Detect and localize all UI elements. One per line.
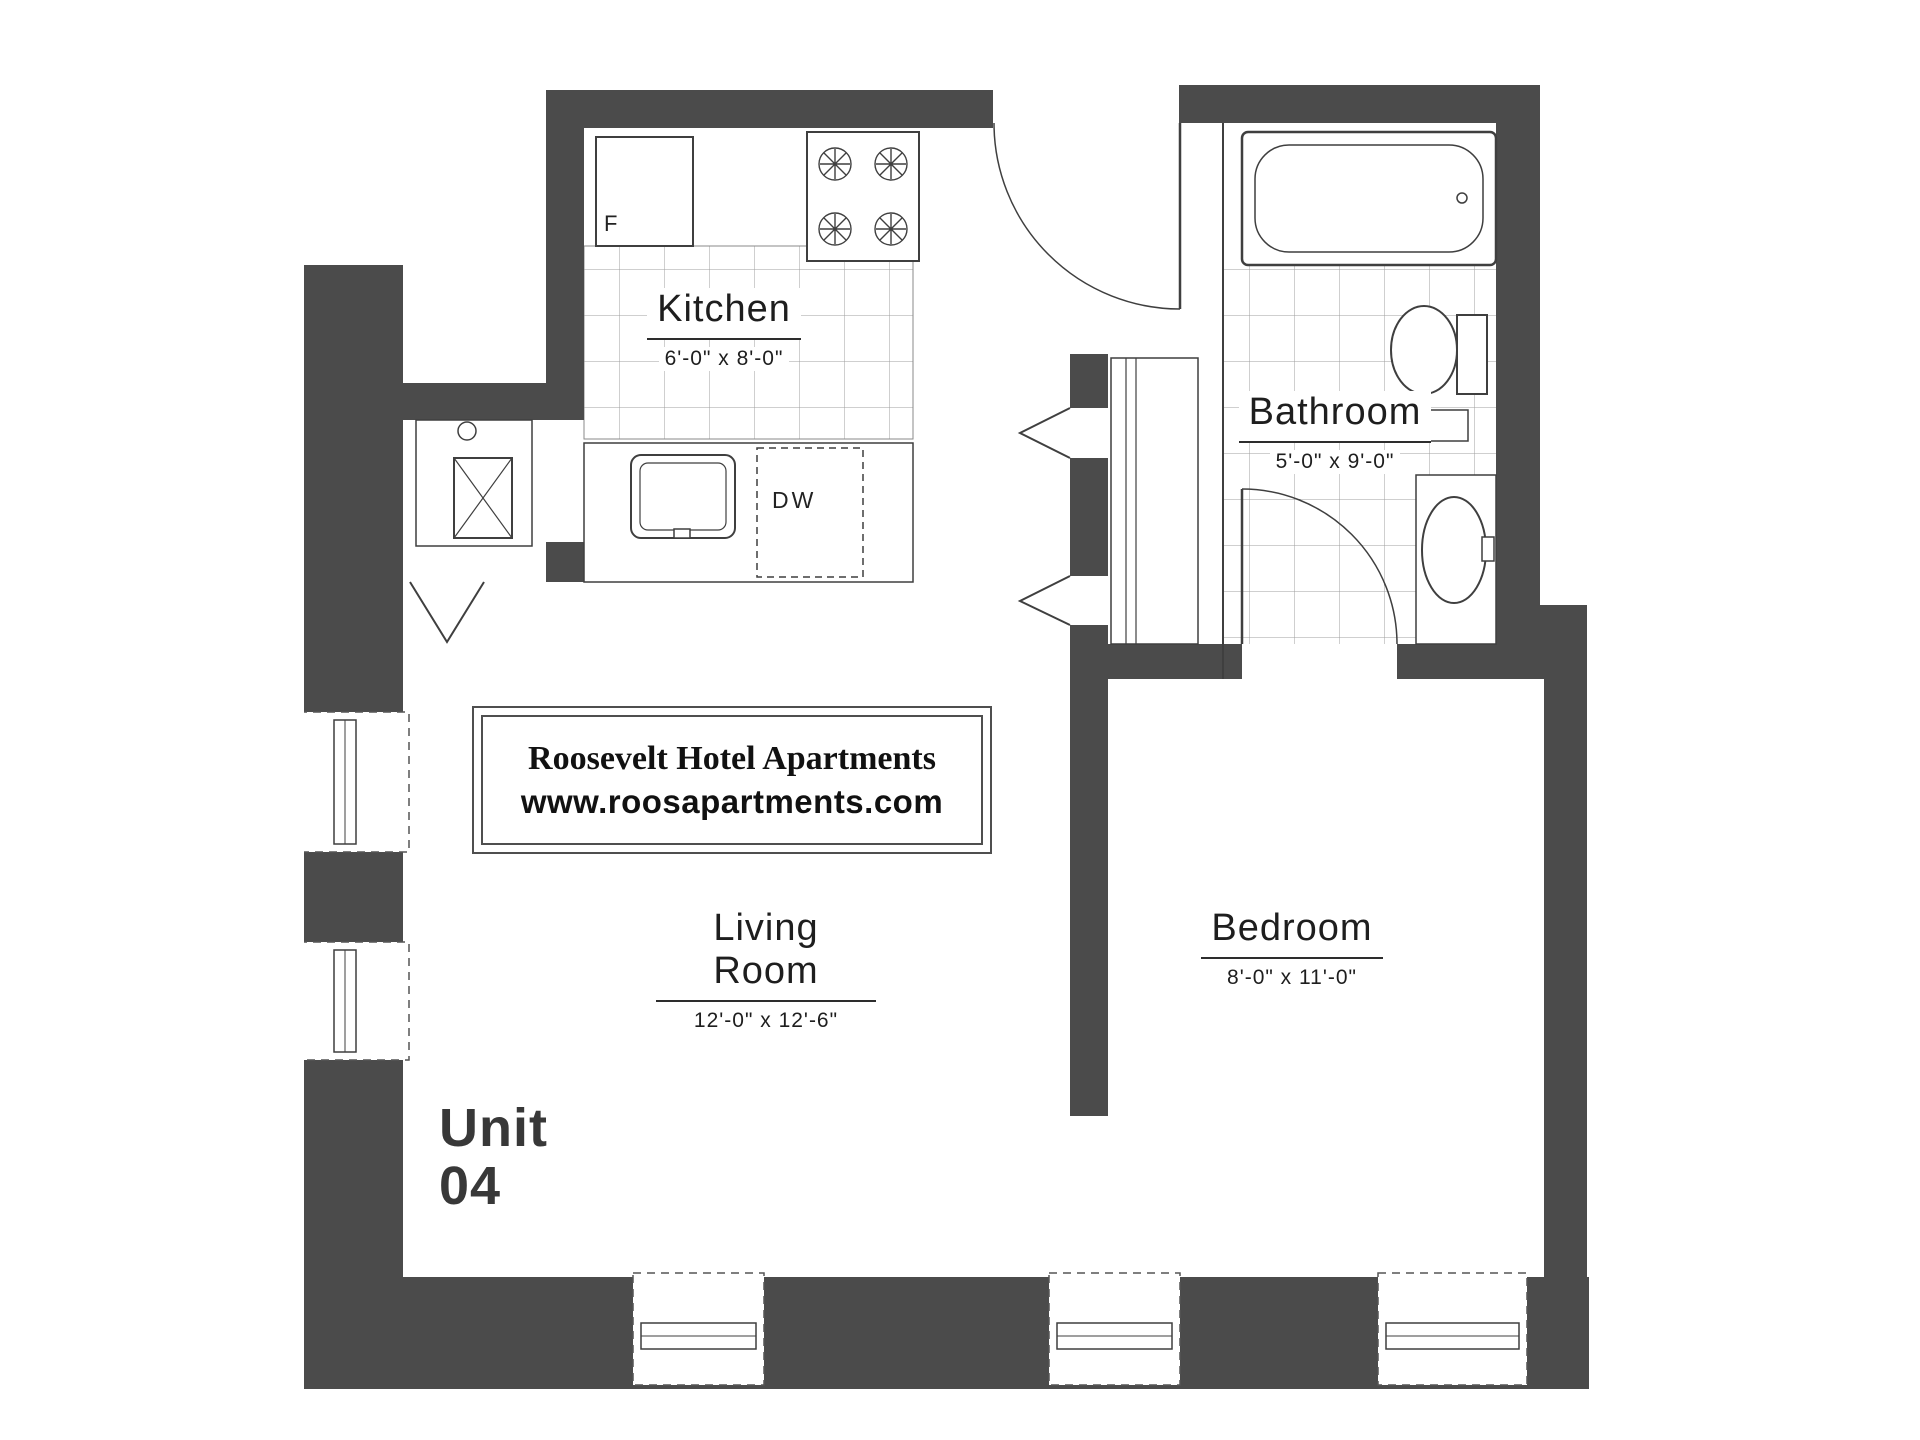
- living-room-name: Living Room: [656, 907, 876, 1002]
- stove-icon: [806, 131, 920, 262]
- living-room-dims: 12'-0" x 12'-6": [687, 1009, 845, 1033]
- entry-door-swing-icon: [993, 122, 1182, 310]
- kitchen-label: Kitchen 6'-0" x 8'-0": [624, 288, 824, 371]
- bifold-door-icon-top: [1017, 407, 1071, 459]
- kitchen-tiles: [583, 245, 914, 440]
- window-icon-left-2: [304, 941, 410, 1061]
- pipe-circle-icon: [457, 421, 477, 441]
- kitchen-sink-icon: [630, 454, 736, 539]
- bedroom-dims: 8'-0" x 11'-0": [1221, 966, 1363, 990]
- kitchen-dims: 6'-0" x 8'-0": [658, 347, 790, 371]
- bifold-door-icon-bottom: [1017, 575, 1071, 626]
- bathtub-icon: [1240, 130, 1498, 267]
- toilet-icon: [1390, 305, 1488, 395]
- bathroom-label: Bathroom 5'-0" x 9'-0": [1235, 391, 1435, 474]
- floor-plan-svg: [304, 85, 1589, 1389]
- fridge-label: F: [604, 211, 618, 236]
- brand-title: Roosevelt Hotel Apartments: [528, 739, 936, 777]
- unit-label: Unit 04: [439, 1099, 548, 1216]
- kitchen-name: Kitchen: [647, 288, 801, 340]
- washer-icon: [453, 457, 513, 539]
- floor-plan: Kitchen 6'-0" x 8'-0" Bathroom 5'-0" x 9…: [304, 85, 1604, 1397]
- closet-door-swing-icon: [409, 581, 485, 644]
- dishwasher-label: DW: [772, 487, 817, 513]
- window-icon-bottom-3: [1377, 1272, 1528, 1386]
- hall-closet: [1110, 357, 1199, 645]
- unit-label-line1: Unit: [439, 1098, 548, 1158]
- bathroom-dims: 5'-0" x 9'-0": [1269, 450, 1401, 474]
- fridge-icon: [595, 136, 694, 247]
- window-icon-bottom-2: [1048, 1272, 1181, 1386]
- window-icon-bottom-1: [632, 1272, 765, 1386]
- living-room-label: Living Room 12'-0" x 12'-6": [656, 907, 876, 1033]
- bathroom-name: Bathroom: [1238, 391, 1432, 443]
- bedroom-name: Bedroom: [1201, 907, 1383, 959]
- bedroom-label: Bedroom 8'-0" x 11'-0": [1182, 907, 1402, 990]
- bathroom-door-swing-icon: [1240, 488, 1398, 645]
- brand-box-inner: Roosevelt Hotel Apartments www.roosapart…: [481, 715, 983, 845]
- vanity-sink-icon: [1415, 474, 1497, 645]
- brand-box: Roosevelt Hotel Apartments www.roosapart…: [472, 706, 992, 854]
- brand-website: www.roosapartments.com: [520, 782, 944, 820]
- unit-label-line2: 04: [439, 1156, 502, 1217]
- shelf-icon: [1429, 409, 1469, 442]
- dishwasher-outline: [756, 447, 864, 578]
- window-icon-left-1: [304, 711, 410, 853]
